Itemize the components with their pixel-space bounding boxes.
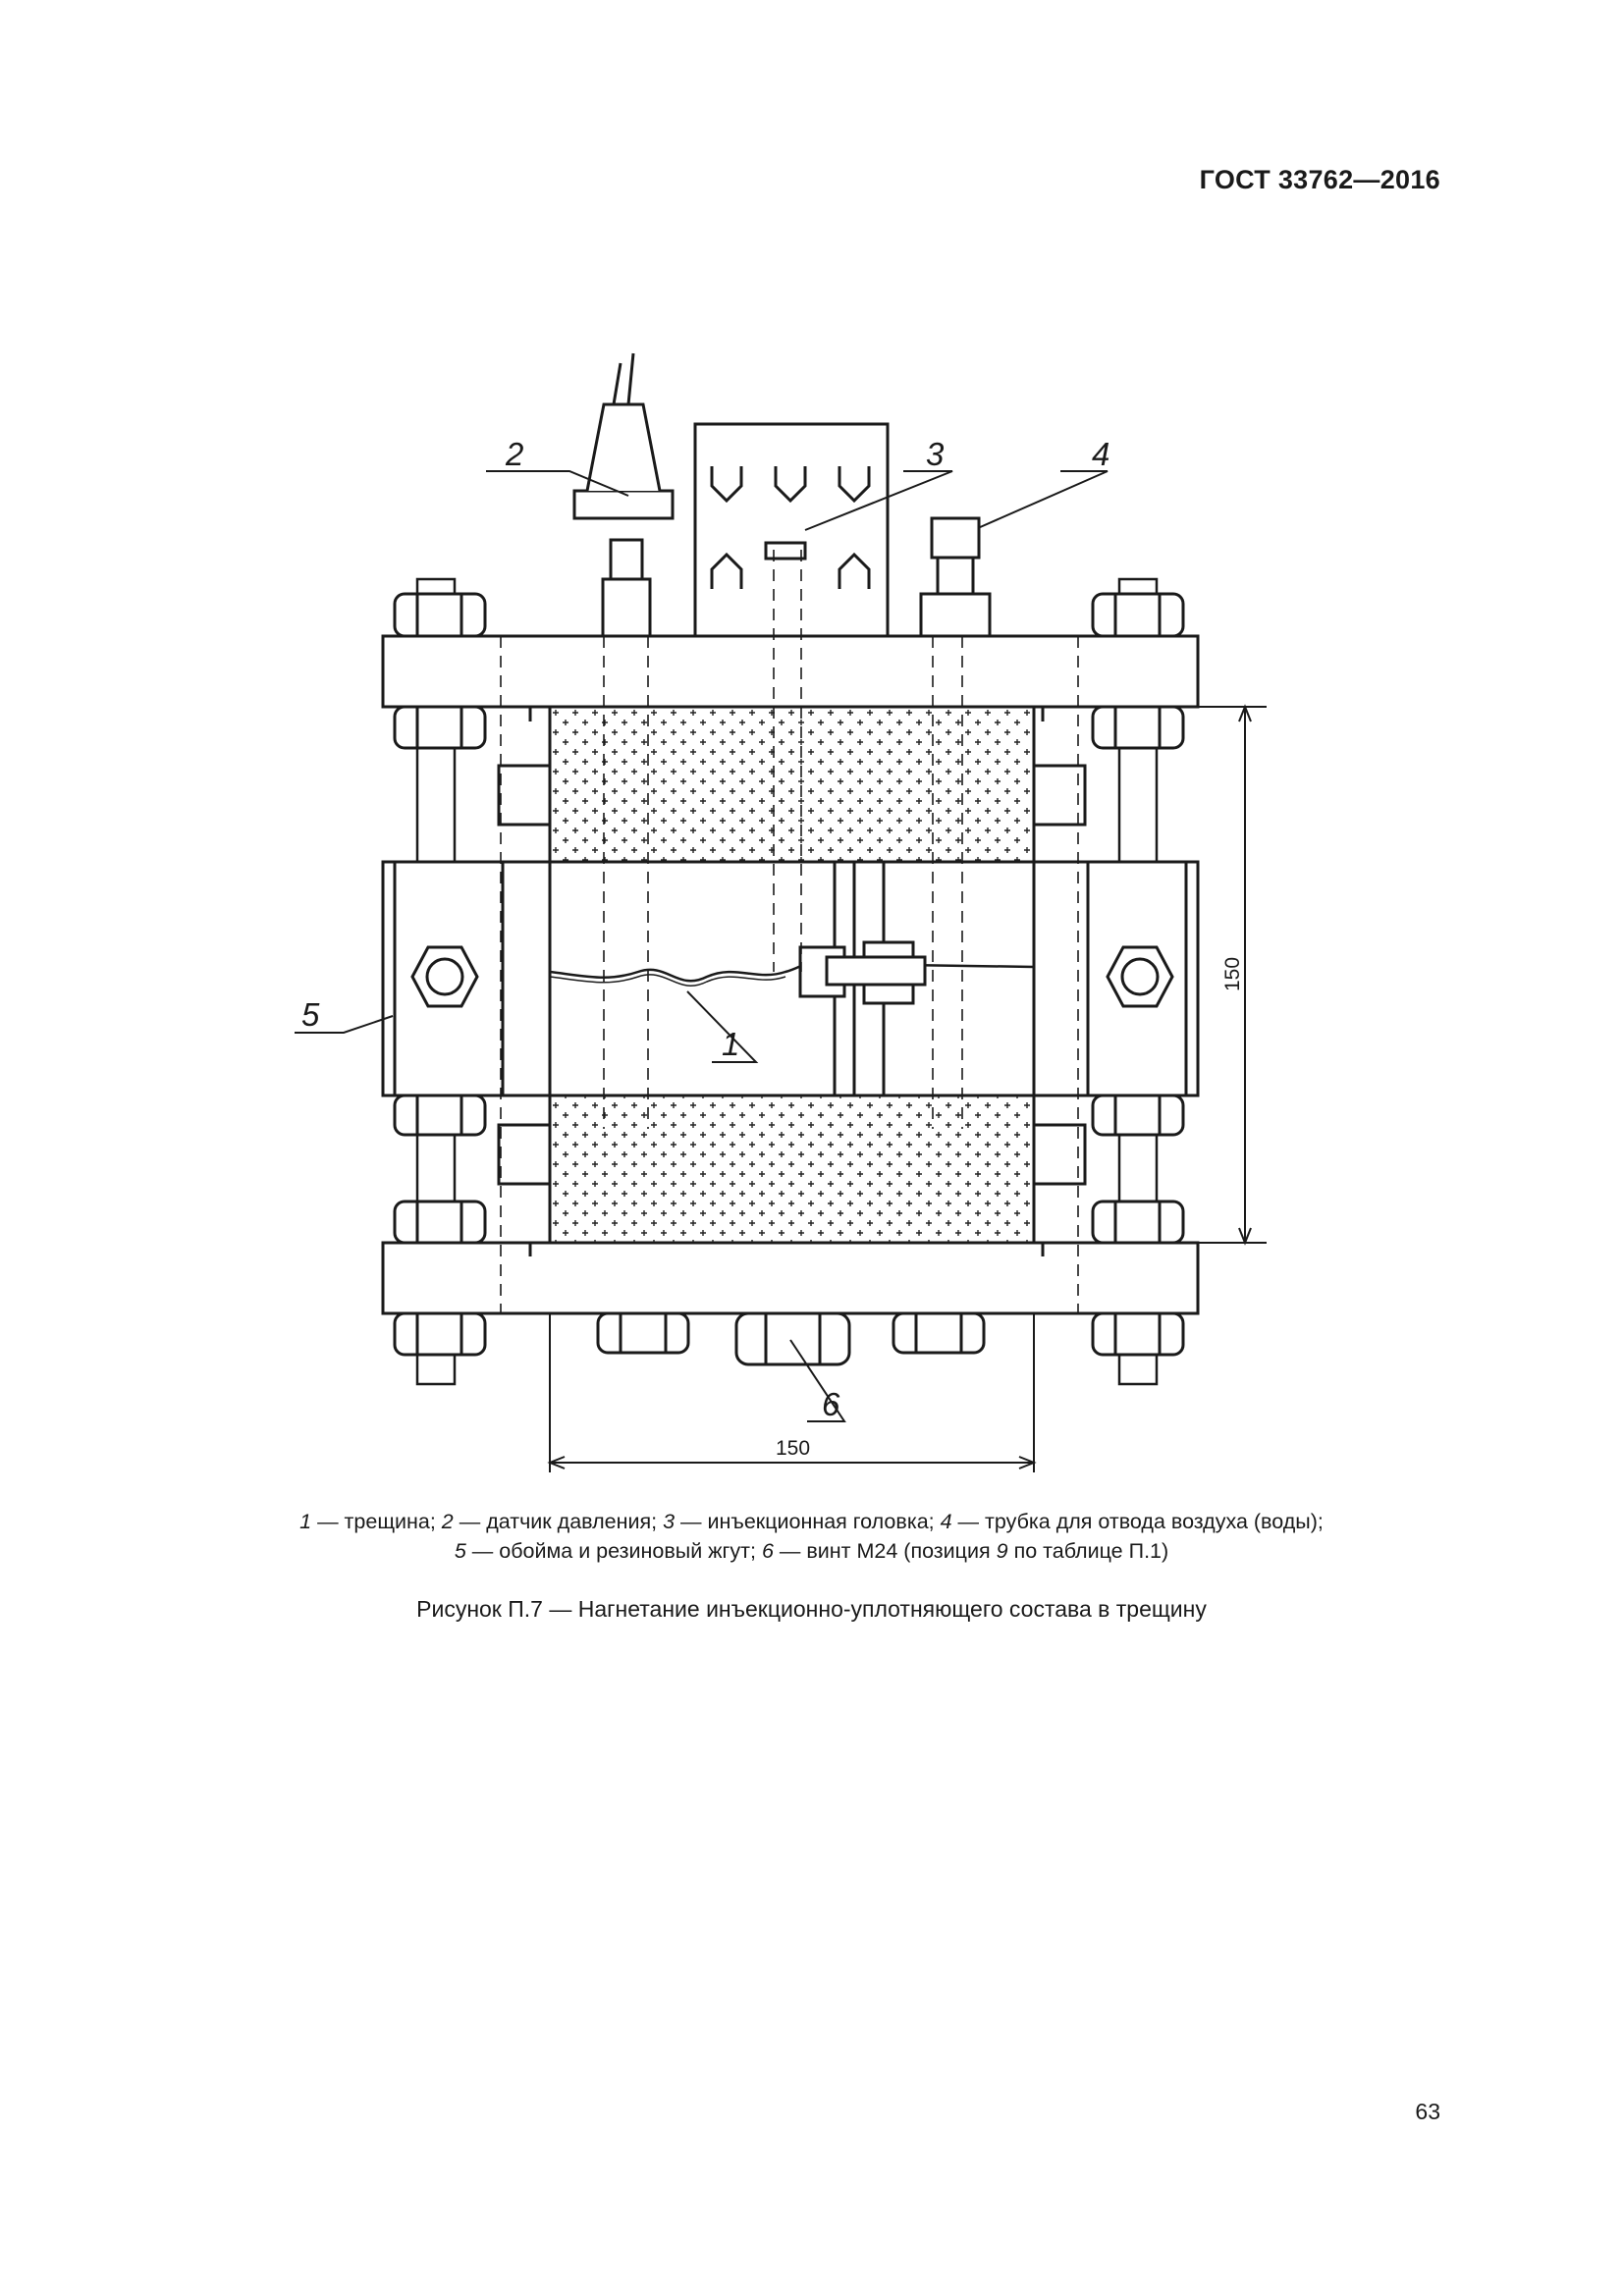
figure-caption: Рисунок П.7 — Нагнетание инъекционно-упл… bbox=[416, 1596, 1207, 1622]
top-nut-right bbox=[1091, 592, 1185, 750]
figure-legend: 1 — трещина; 2 — датчик давления; 3 — ин… bbox=[0, 1507, 1623, 1566]
legend-text: — винт М24 (позиция bbox=[773, 1539, 997, 1563]
legend-text: — инъекционная головка; bbox=[675, 1510, 941, 1533]
legend-num: 1 bbox=[299, 1510, 312, 1533]
document-header: ГОСТ 33762—2016 bbox=[1199, 165, 1440, 194]
legend-num: 4 bbox=[940, 1510, 952, 1533]
legend-line-2: 5 — обойма и резиновый жгут; 6 — винт М2… bbox=[0, 1536, 1623, 1566]
page-number: 63 bbox=[1415, 2099, 1440, 2124]
callout-6: 6 bbox=[822, 1386, 840, 1422]
legend-num: 6 bbox=[761, 1539, 774, 1563]
top-nut-left bbox=[393, 592, 487, 750]
legend-text: по таблице П.1) bbox=[1007, 1539, 1169, 1563]
bottom-plate bbox=[381, 1241, 1200, 1315]
callout-3: 3 bbox=[926, 436, 945, 472]
legend-text: — датчик давления; bbox=[453, 1510, 664, 1533]
dimension-horizontal: 150 bbox=[776, 1437, 810, 1460]
legend-text: — обойма и резиновый жгут; bbox=[465, 1539, 762, 1563]
top-plate bbox=[381, 634, 1200, 709]
pressure-sensor bbox=[572, 352, 675, 638]
callout-4: 4 bbox=[1092, 436, 1109, 472]
air-release-tube bbox=[919, 516, 992, 638]
central-bolt bbox=[798, 940, 927, 1005]
legend-num: 3 bbox=[663, 1510, 676, 1533]
upper-sample-block bbox=[548, 705, 1036, 864]
clamp-frame bbox=[381, 860, 1200, 1097]
legend-num: 2 bbox=[441, 1510, 454, 1533]
bottom-screw-m24 bbox=[596, 1311, 986, 1366]
legend-text: — трещина; bbox=[311, 1510, 442, 1533]
clamp-bolt-left bbox=[410, 945, 479, 1008]
clamp-bolt-right bbox=[1106, 945, 1174, 1008]
callout-5: 5 bbox=[301, 996, 320, 1033]
legend-line-1: 1 — трещина; 2 — датчик давления; 3 — ин… bbox=[0, 1507, 1623, 1536]
legend-num: 5 bbox=[454, 1539, 466, 1563]
lower-sample-block bbox=[548, 1094, 1036, 1245]
technical-drawing: 2 3 4 5 1 6 150 150 bbox=[295, 352, 1267, 1472]
injection-head bbox=[693, 422, 890, 638]
legend-text: — трубка для отвода воздуха (воды); bbox=[951, 1510, 1324, 1533]
callout-1: 1 bbox=[722, 1026, 739, 1062]
legend-num: 9 bbox=[996, 1539, 1008, 1563]
callout-2: 2 bbox=[505, 436, 523, 472]
dimension-vertical: 150 bbox=[1221, 957, 1244, 991]
